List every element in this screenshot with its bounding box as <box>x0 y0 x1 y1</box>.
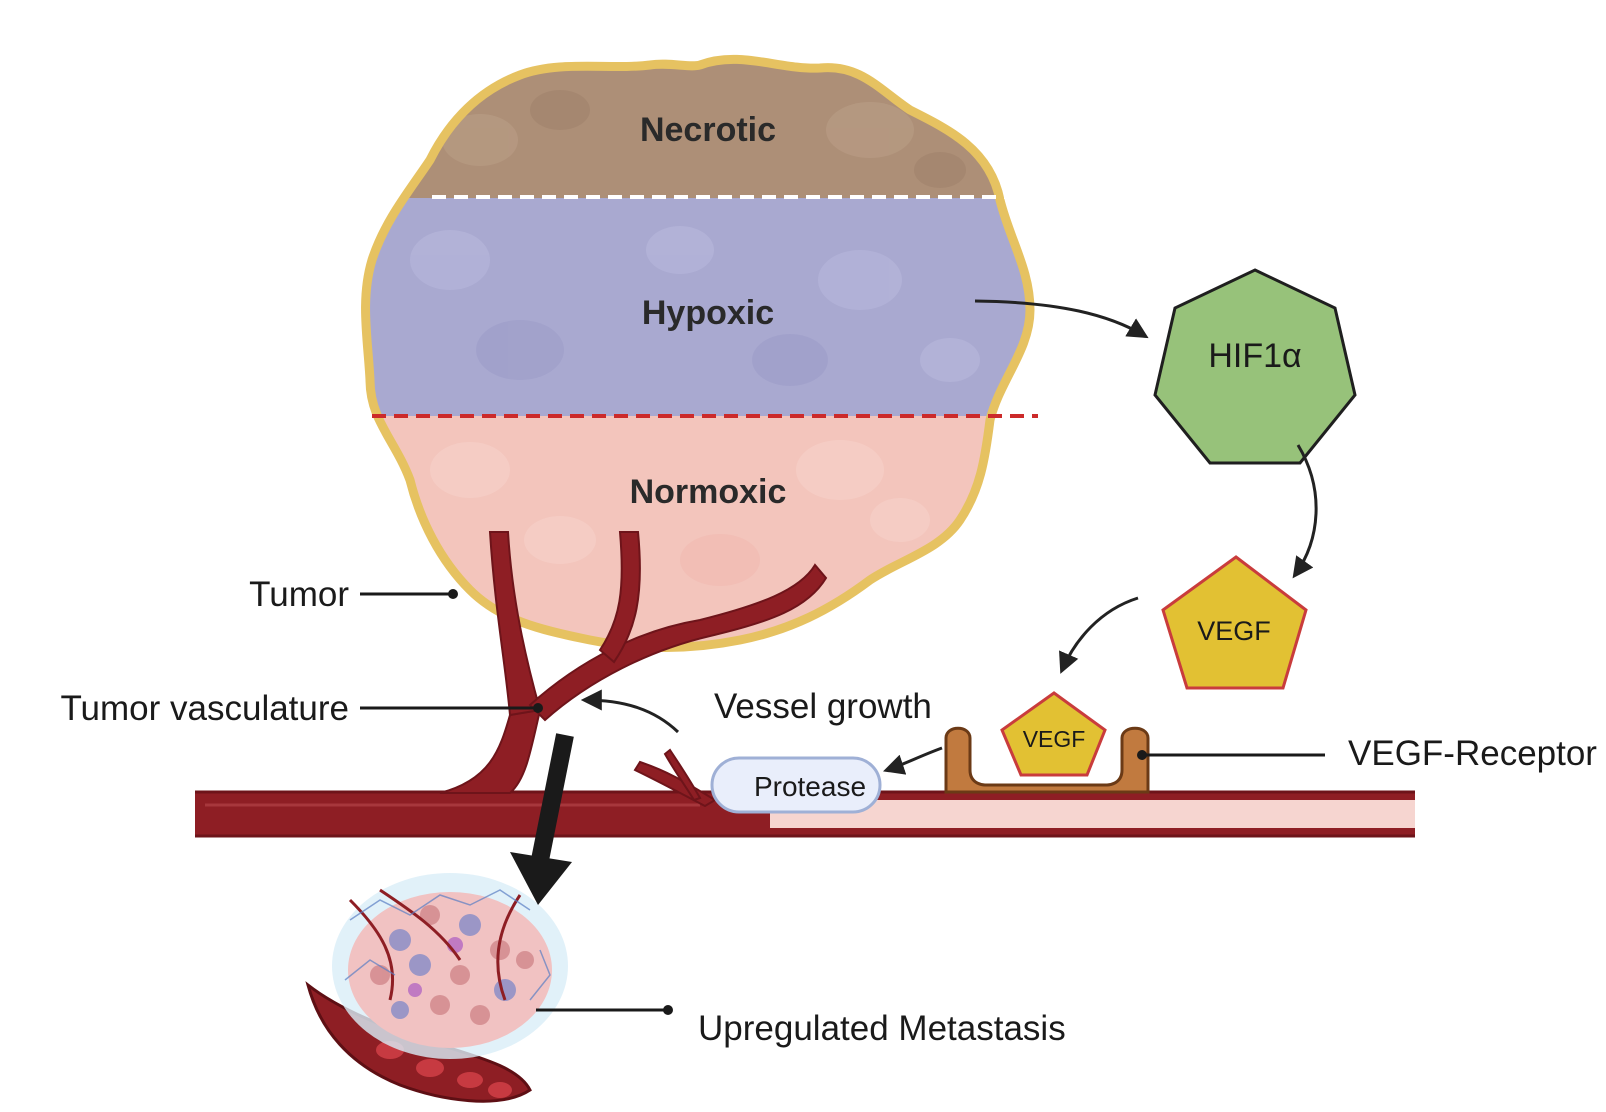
cell-texture <box>410 90 980 586</box>
necrotic-label: Necrotic <box>640 111 776 149</box>
hif1a-label: HIF1α <box>1208 337 1301 375</box>
protease-capsule <box>710 756 882 814</box>
vessel-growth-label: Vessel growth <box>714 687 932 726</box>
hif-to-vegf-arrow <box>1292 444 1318 579</box>
hypoxic-zone <box>365 198 1030 416</box>
vessel-growth-arrow <box>580 689 680 734</box>
vegf-bound-label: VEGF <box>1023 726 1086 752</box>
callout-lines <box>360 592 1325 1012</box>
vegf-free-pentagon <box>1161 555 1308 690</box>
vegf-receptor-label: VEGF-Receptor <box>1348 734 1597 773</box>
vegf-receptor <box>944 726 1150 794</box>
vegf-free-label: VEGF <box>1197 616 1271 646</box>
normoxic-label: Normoxic <box>630 473 787 511</box>
hypoxic-to-hif-arrow <box>974 299 1149 339</box>
vegf-bound-pentagon <box>1000 691 1107 777</box>
receptor-to-protease-arrow <box>883 746 943 775</box>
hypoxic-label: Hypoxic <box>642 294 774 332</box>
tumor-label: Tumor <box>249 575 349 614</box>
upregulated-metastasis-label: Upregulated Metastasis <box>698 1009 1066 1048</box>
tumor-outline <box>361 54 1035 652</box>
hif1a-heptagon <box>1153 268 1357 465</box>
sprouting-vessel <box>633 748 717 808</box>
metastasis-arrow <box>510 733 574 905</box>
tumor-vasculature-label: Tumor vasculature <box>60 689 349 728</box>
protease-label: Protease <box>754 771 866 802</box>
callout-dots <box>448 589 1147 1015</box>
metastasis-cluster <box>305 873 568 1103</box>
tumor-vasculature-tree <box>439 531 828 794</box>
vegf-to-receptor-arrow <box>1059 596 1139 674</box>
